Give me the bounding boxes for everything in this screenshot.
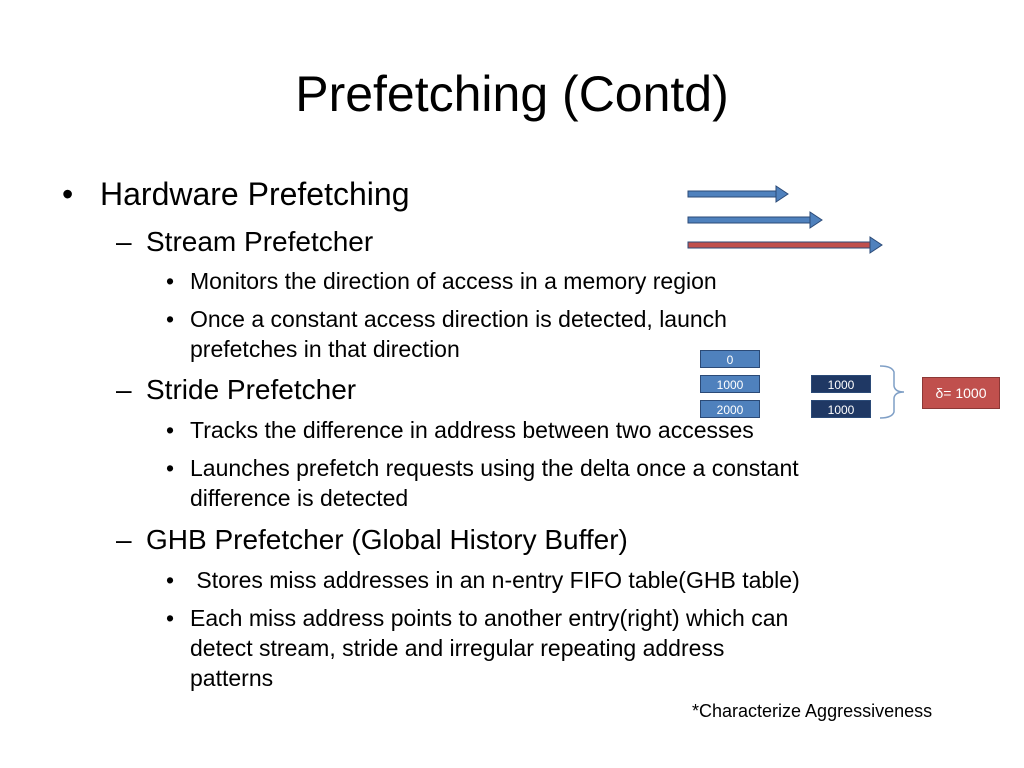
bullet-stride-prefetcher: Stride Prefetcher: [146, 374, 357, 405]
address-cell: 2000: [700, 400, 760, 418]
bullet-stride-launches-line1: Launches prefetch requests using the del…: [190, 455, 799, 481]
bullet-stream-launch-line2: prefetches in that direction: [190, 336, 460, 362]
bullet-stride-tracks: Tracks the difference in address between…: [190, 417, 754, 443]
bullet-ghb-points-line1: Each miss address points to another entr…: [190, 605, 789, 631]
arrow-right-icon: [687, 211, 823, 229]
dash-mark: –: [116, 374, 132, 405]
bullet-mark: •: [166, 455, 175, 481]
bullet-mark: •: [166, 268, 175, 294]
bullet-ghb-prefetcher: GHB Prefetcher (Global History Buffer): [146, 524, 628, 555]
bullet-mark: •: [166, 306, 175, 332]
address-cell: 1000: [700, 375, 760, 393]
bullet-stream-monitors: Monitors the direction of access in a me…: [190, 268, 717, 294]
bullet-stride-launches-line2: difference is detected: [190, 485, 409, 511]
bullet-mark: •: [166, 417, 175, 443]
bullet-ghb-points-line2: detect stream, stride and irregular repe…: [190, 635, 725, 661]
bullet-ghb-points-line3: patterns: [190, 665, 274, 691]
right-brace-icon: [879, 365, 905, 419]
bullet-mark: •: [62, 176, 74, 212]
slide-title: Prefetching (Contd): [295, 66, 729, 122]
bullet-stream-prefetcher: Stream Prefetcher: [146, 226, 374, 257]
bullet-hardware-prefetching: Hardware Prefetching: [100, 176, 410, 212]
bullet-stream-launch-line1: Once a constant access direction is dete…: [190, 306, 727, 332]
delta-cell: 1000: [811, 375, 871, 393]
bullet-mark: •: [166, 567, 175, 593]
dash-mark: –: [116, 226, 132, 257]
stream-arrows-diagram: [687, 185, 883, 254]
address-cell: 0: [700, 350, 760, 368]
bullet-mark: •: [166, 605, 175, 631]
dash-mark: –: [116, 524, 132, 555]
delta-cell: 1000: [811, 400, 871, 418]
arrow-right-icon: [687, 236, 883, 254]
footnote: *Characterize Aggressiveness: [692, 701, 933, 721]
bullet-ghb-stores: Stores miss addresses in an n-entry FIFO…: [190, 567, 800, 593]
arrow-right-icon: [687, 185, 789, 203]
delta-label-box: δ= 1000: [922, 377, 1000, 409]
